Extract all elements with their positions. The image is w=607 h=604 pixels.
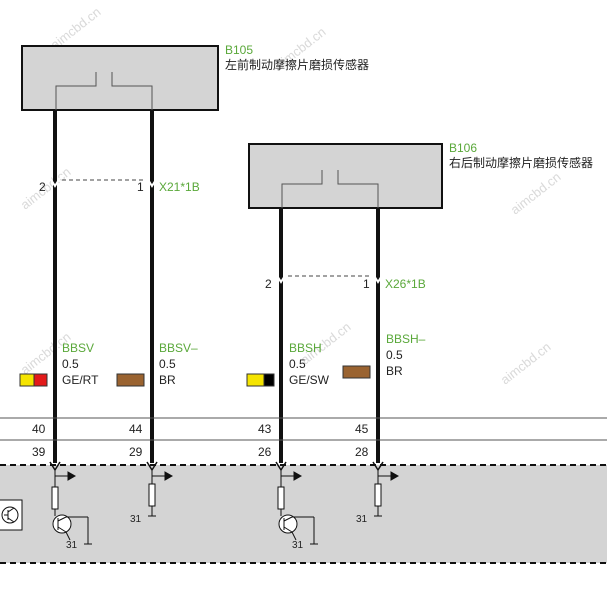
pin-number: 44 — [129, 422, 143, 436]
wire-group — [53, 110, 380, 463]
component-id: B106 — [449, 141, 477, 155]
connector-code: X26*1B — [385, 277, 426, 291]
ground-label: 31 — [66, 540, 78, 551]
wire-gauge: 0.5 — [159, 357, 176, 371]
watermark: aimcbd.cn — [508, 169, 564, 217]
wire-color-code: BR — [386, 364, 403, 378]
wire-gauge: 0.5 — [289, 357, 306, 371]
yellow-red-swatch — [19, 373, 35, 387]
input-circuit-4 — [374, 470, 400, 517]
pin-number: 29 — [129, 445, 143, 459]
pin-number: 39 — [32, 445, 46, 459]
wire-label-4: BBSH– 0.5 BR — [342, 332, 426, 379]
control-unit: 31 31 31 — [0, 461, 607, 564]
wire-gauge: 0.5 — [386, 348, 403, 362]
connector-mark — [146, 177, 158, 188]
component-name: 右后制动摩擦片磨损传感器 — [449, 155, 593, 170]
wire-label-3: BBSH 0.5 GE/SW — [246, 341, 330, 387]
wire-signal: BBSH– — [386, 332, 426, 346]
wire-gauge: 0.5 — [62, 357, 79, 371]
brown-swatch — [342, 365, 371, 379]
ground-label: 31 — [130, 514, 142, 525]
connector-x26: 2 1 X26*1B — [265, 273, 426, 291]
yellow-black-swatch — [246, 373, 265, 387]
component-id: B105 — [225, 43, 253, 57]
input-circuit-1 — [51, 470, 92, 545]
watermark: aimcbd.cn — [498, 339, 554, 387]
wire-color-code: GE/SW — [289, 373, 330, 387]
connector-mark — [372, 273, 384, 284]
pin-number: 45 — [355, 422, 369, 436]
wire-signal: BBSH — [289, 341, 322, 355]
pin-number: 28 — [355, 445, 369, 459]
connector-code: X21*1B — [159, 180, 200, 194]
pin-number: 40 — [32, 422, 46, 436]
pin-number: 1 — [363, 277, 370, 291]
wire-color-code: BR — [159, 373, 176, 387]
sensor-loop — [55, 72, 153, 110]
pin-table: 40 44 43 45 39 29 26 28 — [0, 417, 607, 459]
ground-label: 31 — [356, 514, 368, 525]
connector-x21: 2 1 X21*1B — [39, 177, 200, 194]
connector-mark — [49, 177, 61, 188]
wire-signal: BBSV — [62, 341, 94, 355]
component-name: 左前制动摩擦片磨损传感器 — [225, 57, 369, 72]
pin-number: 2 — [265, 277, 272, 291]
yellow-black-swatch — [263, 373, 275, 387]
wire-label-2: BBSV– 0.5 BR — [116, 341, 198, 387]
input-circuit-2 — [148, 470, 174, 517]
ground-label: 31 — [292, 540, 304, 551]
wire-color-code: GE/RT — [62, 373, 99, 387]
component-b105: B105 左前制动摩擦片磨损传感器 — [21, 43, 369, 111]
pin-number: 26 — [258, 445, 272, 459]
component-b106-box — [248, 143, 443, 209]
pin-number: 1 — [137, 180, 144, 194]
connector-mark — [275, 273, 287, 284]
yellow-red-swatch — [33, 373, 48, 387]
component-b106: B106 右后制动摩擦片磨损传感器 — [248, 141, 593, 209]
wire-signal: BBSV– — [159, 341, 198, 355]
sensor-loop — [281, 170, 379, 208]
pin-number: 43 — [258, 422, 272, 436]
input-circuit-3 — [277, 470, 318, 545]
component-b105-box — [21, 45, 219, 111]
brown-swatch — [116, 373, 145, 387]
control-unit-box — [0, 465, 607, 563]
wire-label-1: BBSV 0.5 GE/RT — [19, 341, 99, 387]
transistor-symbol-icon — [0, 499, 23, 531]
pin-number: 2 — [39, 180, 46, 194]
